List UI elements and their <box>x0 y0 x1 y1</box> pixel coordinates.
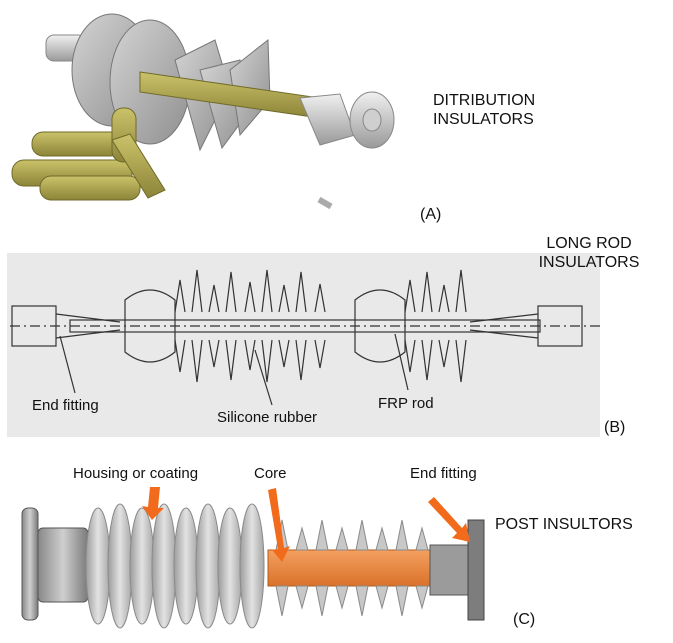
core <box>267 549 439 587</box>
label-end-fitting-c: End fitting <box>410 465 477 482</box>
arrow-end-fitting <box>428 497 470 542</box>
panel-c-marker: (C) <box>513 611 536 628</box>
left-flange <box>21 507 39 621</box>
right-flange <box>467 519 485 621</box>
left-hub <box>37 527 89 603</box>
drawing-background <box>7 253 600 437</box>
left-end-fitting <box>11 305 57 347</box>
right-end-fitting <box>537 305 583 347</box>
label-core: Core <box>254 465 287 482</box>
panel-b-marker: (B) <box>604 419 626 436</box>
arrow-core <box>268 488 290 562</box>
leader-end-fitting <box>59 335 76 394</box>
label-frp-rod: FRP rod <box>378 395 434 412</box>
small-bolt <box>317 196 333 210</box>
panel-a-marker: (A) <box>420 206 442 223</box>
arrow-housing <box>142 487 164 520</box>
label-housing: Housing or coating <box>73 465 199 482</box>
label-end-fitting: End fitting <box>32 397 99 414</box>
panel-b-title: LONG ROD INSULATORS <box>538 235 640 271</box>
silicone-housing <box>354 289 406 363</box>
frp-rod <box>69 319 541 333</box>
panel-a-title: DITRIBUTION INSULATORS <box>433 92 536 128</box>
leader-frp <box>394 333 409 391</box>
rod-stack <box>11 107 166 201</box>
callout-arrows <box>142 487 470 562</box>
panel-c-title: POST INSULTORS <box>495 516 633 533</box>
housing-sheds <box>85 503 265 629</box>
silicone-housing <box>124 289 176 363</box>
right-end-fitting <box>429 544 471 596</box>
leader-silicone <box>254 349 273 406</box>
label-silicone-rubber: Silicone rubber <box>217 409 318 426</box>
